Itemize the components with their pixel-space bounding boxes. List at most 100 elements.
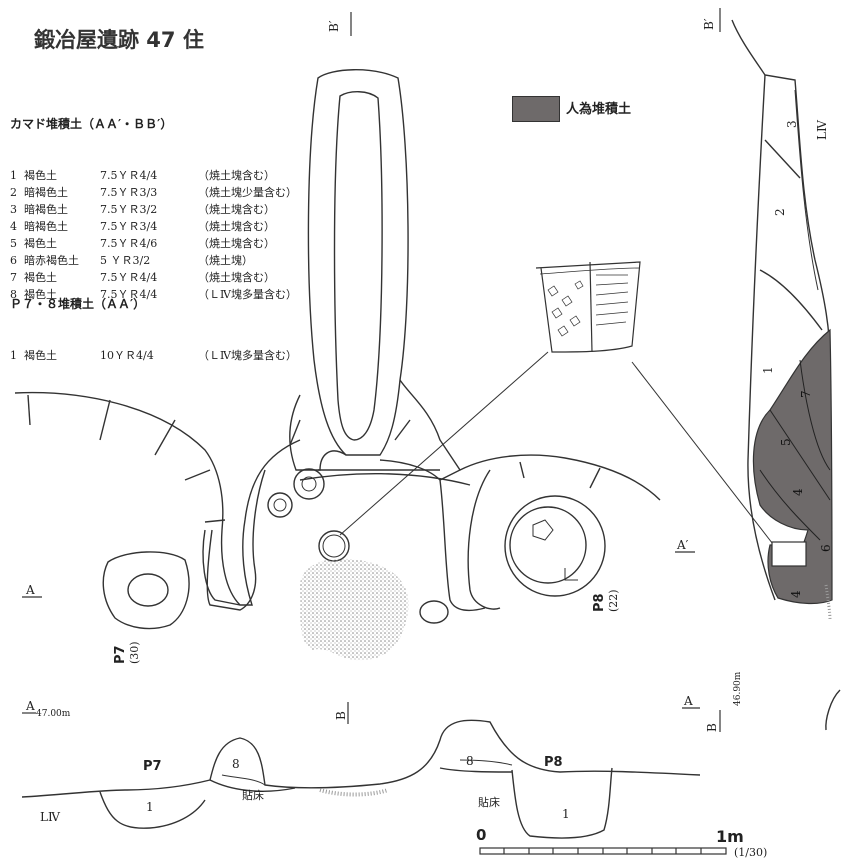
layer-7: 7 <box>799 390 813 398</box>
legend-note: （ＬⅣ塊多量含む） <box>198 349 297 362</box>
aa-section-surface <box>21 719 701 798</box>
label-p7-depth: (30) <box>128 641 141 664</box>
legend-color: 7.5ＹＲ3/2 <box>100 203 158 216</box>
small-oval <box>419 600 449 624</box>
label-elev-b: 46.90m <box>733 671 743 706</box>
layer-4b: 4 <box>789 590 803 598</box>
page-title: 鍛冶屋遺跡 47 住 <box>34 28 204 52</box>
layer-6: 6 <box>819 544 833 552</box>
legend-no: 2 <box>10 186 17 199</box>
pit-wall-right <box>459 454 661 501</box>
legend-row: 5 褐色土 7.5ＹＲ4/6 （焼土塊含む） <box>10 235 297 252</box>
legend-color: 5 ＹＲ3/2 <box>100 254 151 267</box>
legend-no: 1 <box>10 349 17 362</box>
legend-row: 1 褐色土 7.5ＹＲ4/4 （焼土塊含む） <box>10 167 297 184</box>
artificial-fill-swatch <box>512 96 560 122</box>
label-p8-depth: (22) <box>607 589 620 612</box>
label-b-prime-right: B′ <box>702 18 716 30</box>
artificial-fill-label: 人為堆積土 <box>566 102 632 117</box>
scale-1m: 1m <box>716 827 744 846</box>
label-a-right: A <box>683 694 693 708</box>
legend-row: 1 褐色土 10ＹＲ4/4 （ＬⅣ塊多量含む） <box>10 347 297 364</box>
kamado-left-wing <box>289 394 347 471</box>
p8-outer <box>504 495 606 597</box>
pottery-vessel <box>535 261 641 353</box>
stone-a <box>293 468 325 500</box>
legend-no: 1 <box>10 169 17 182</box>
p7-inner <box>127 573 169 607</box>
legend-soil: 褐色土 <box>24 349 57 362</box>
label-a-prime: A′ <box>676 538 689 552</box>
legend-no: 5 <box>10 237 17 250</box>
legend-color: 7.5ＹＲ4/4 <box>100 169 158 182</box>
legend-soil: 褐色土 <box>24 271 57 284</box>
legend-note: （焼土塊含む） <box>198 203 275 216</box>
bb-section-surface <box>731 19 831 361</box>
pit-wall-left <box>14 391 301 606</box>
layer-2: 2 <box>773 208 787 216</box>
legend-soil: 褐色土 <box>24 288 57 301</box>
legend-soil: 暗赤褐色土 <box>24 254 79 267</box>
section-label-p8: P8 <box>544 755 563 770</box>
label-elev-a: 47.00m <box>36 709 71 719</box>
layer-5: 5 <box>779 438 793 446</box>
scale-zero: 0 <box>476 826 486 844</box>
label-b-right: B <box>705 723 719 732</box>
floor-label-a: 貼床 <box>242 788 264 802</box>
legend-note: （ＬⅣ塊多量含む） <box>198 288 297 301</box>
label-liv-left: LⅣ <box>40 810 61 824</box>
dotted-floor-patch <box>299 558 409 661</box>
legend-no: 3 <box>10 203 17 216</box>
layer-8b: 8 <box>466 754 474 768</box>
legend-row: 8 褐色土 7.5ＹＲ4/4 （ＬⅣ塊多量含む） <box>10 286 297 303</box>
layer-3: 3 <box>785 120 799 128</box>
bb-pottery-block <box>771 541 807 567</box>
legend-kamado: カマド堆積土（ＡＡ′・ＢＢ′） 1 褐色土 7.5ＹＲ4/4 （焼土塊含む） 2 暗褐色土… <box>10 82 297 320</box>
legend-note: （焼土塊） <box>198 254 253 267</box>
layer-1: 1 <box>761 366 775 374</box>
legend-soil: 暗褐色土 <box>24 186 68 199</box>
section-label-p7: P7 <box>143 759 162 774</box>
legend-note: （焼土塊含む） <box>198 220 275 233</box>
legend-row: 7 褐色土 7.5ＹＲ4/4 （焼土塊含む） <box>10 269 297 286</box>
legend-soil: 暗褐色土 <box>24 220 68 233</box>
legend-soil: 褐色土 <box>24 237 57 250</box>
scale-ratio: (1/30) <box>734 846 767 859</box>
p8-section <box>511 767 613 839</box>
legend-row: 6 暗赤褐色土 5 ＹＲ3/2 （焼土塊） <box>10 252 297 269</box>
legend-color: 7.5ＹＲ4/6 <box>100 237 158 250</box>
label-a: A <box>25 583 35 597</box>
legend-color: 7.5ＹＲ4/4 <box>100 271 158 284</box>
stone-b <box>267 492 293 518</box>
pit-wall-right-inner <box>467 469 501 610</box>
legend-no: 8 <box>10 288 17 301</box>
label-a-elev: A <box>25 699 35 713</box>
legend-color: 7.5ＹＲ4/4 <box>100 288 158 301</box>
legend-pit-rows: 1 褐色土 10ＹＲ4/4 （ＬⅣ塊多量含む） <box>10 347 297 364</box>
label-b-prime-top: B′ <box>327 20 341 32</box>
legend-pit-header: Ｐ７・８堆積土（ＡＡ′） <box>10 297 146 311</box>
kamado-flue-inner <box>333 91 383 441</box>
scale-bar <box>479 847 727 855</box>
legend-note: （焼土塊含む） <box>198 237 275 250</box>
legend-note: （焼土塊含む） <box>198 169 275 182</box>
legend-pit: Ｐ７・８堆積土（ＡＡ′） 1 褐色土 10ＹＲ4/4 （ＬⅣ塊多量含む） <box>10 262 297 381</box>
kamado-flue-outer <box>307 69 409 456</box>
legend-color: 7.5ＹＲ3/3 <box>100 186 158 199</box>
legend-note: （焼土塊含む） <box>198 271 275 284</box>
pit-wall-left-inner <box>202 529 241 606</box>
legend-kamado-header: カマド堆積土（ＡＡ′・ＢＢ′） <box>10 117 173 131</box>
legend-no: 7 <box>10 271 17 284</box>
legend-color: 10ＹＲ4/4 <box>100 349 154 362</box>
label-liv-right: LⅣ <box>815 119 829 140</box>
legend-soil: 褐色土 <box>24 169 57 182</box>
section-layer-1b: 1 <box>562 807 570 821</box>
layer-8a: 8 <box>232 757 240 771</box>
label-p7: P7 <box>113 645 128 664</box>
section-layer-1a: 1 <box>146 800 154 814</box>
legend-no: 6 <box>10 254 17 267</box>
label-b-section: B <box>334 711 348 720</box>
